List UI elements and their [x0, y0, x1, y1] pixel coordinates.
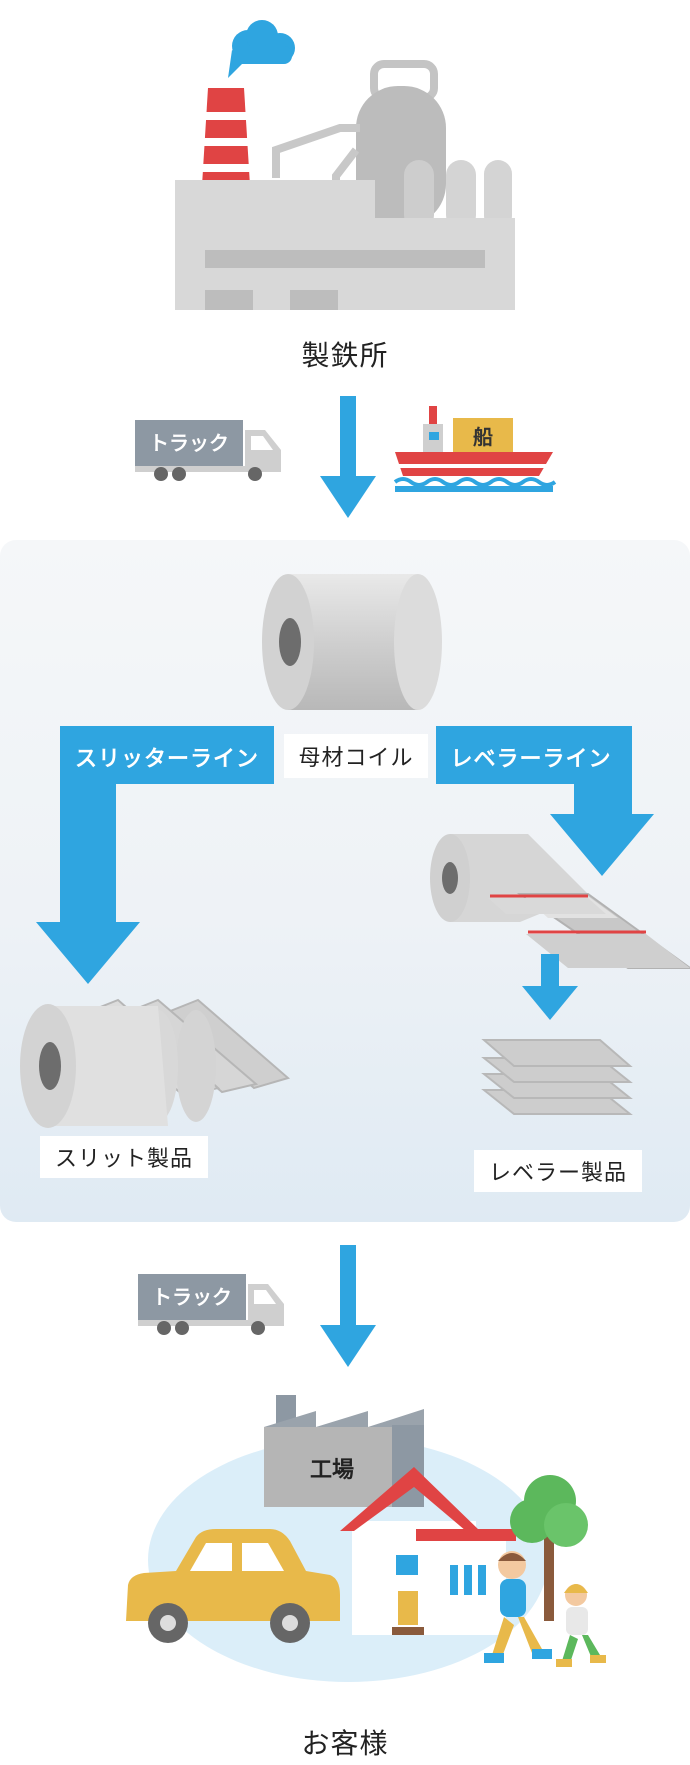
factory-label: 工場 — [310, 1458, 354, 1483]
leveler-product-label: レベラー製品 — [474, 1150, 642, 1192]
down-arrow-icon — [320, 1245, 376, 1367]
customer-label: お客様 — [301, 1727, 389, 1760]
leveler-sheets-icon — [481, 1039, 633, 1115]
truck-label: トラック — [149, 431, 229, 455]
ship-label: 船 — [473, 425, 493, 449]
truck-label: トラック — [152, 1285, 232, 1309]
slitter-line-label: スリッターライン — [60, 730, 274, 784]
steel-mill-label: 製鉄所 — [301, 339, 389, 372]
slit-product-label: スリット製品 — [40, 1136, 208, 1178]
customer-scene-icon: 工場 — [126, 1395, 606, 1682]
truck-icon: トラック — [135, 420, 281, 481]
small-down-arrow-icon — [522, 954, 578, 1020]
slit-coils-icon — [20, 998, 291, 1128]
leveler-coil-icon — [430, 834, 690, 969]
truck-icon: トラック — [138, 1274, 284, 1335]
ship-icon: 船 — [393, 406, 557, 492]
leveler-line-label: レベラーライン — [436, 730, 626, 784]
steel-mill-icon — [175, 20, 515, 310]
mother-coil-icon — [262, 574, 442, 710]
down-arrow-icon — [320, 396, 376, 518]
mother-coil-label: 母材コイル — [284, 734, 428, 778]
